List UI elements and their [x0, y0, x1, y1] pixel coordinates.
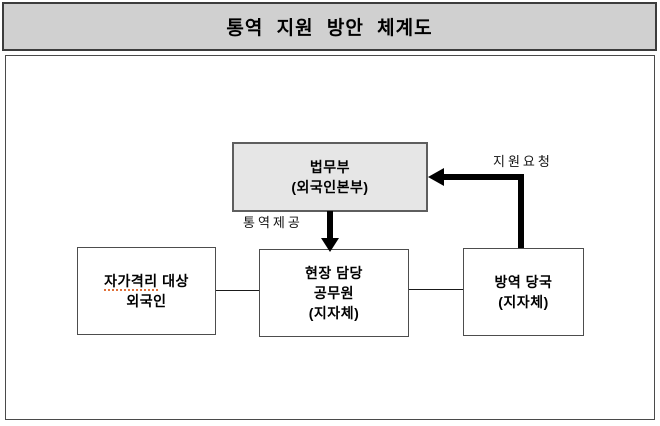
node-official-line2: 공무원	[313, 284, 355, 301]
node-field-official: 현장 담당 공무원 (지자체)	[259, 249, 409, 337]
node-ministry-line2: (외국인본부)	[291, 179, 369, 195]
provide-arrow-shaft	[327, 211, 333, 238]
left-arrowhead-icon	[428, 168, 444, 186]
node-foreigner-line1: 자가격리 대상	[104, 271, 189, 291]
edge-label-request: 지원요청	[493, 154, 553, 169]
node-self-quarantine-foreigner: 자가격리 대상 외국인	[77, 247, 216, 335]
connector-line-official-authority	[409, 289, 463, 290]
node-authority-line1: 방역 당국	[494, 273, 553, 290]
node-ministry-of-justice: 법무부 (외국인본부)	[232, 142, 428, 212]
connector-line-foreigner-official	[216, 290, 259, 291]
node-foreigner-line1-rest: 대상	[162, 272, 189, 289]
edge-label-provide: 통역제공	[243, 215, 303, 230]
request-arrow-horizontal-shaft	[444, 174, 524, 180]
request-arrow-vertical-shaft	[518, 174, 524, 248]
diagram-title: 통역 지원 방안 체계도	[226, 18, 433, 39]
node-foreigner-line2: 외국인	[126, 293, 167, 309]
down-arrowhead-icon	[321, 238, 339, 252]
node-official-line3: (지자체)	[308, 305, 360, 322]
node-authority-line2: (지자체)	[498, 294, 549, 310]
node-official-line1: 현장 담당	[305, 264, 363, 281]
diagram-title-bar: 통역 지원 방안 체계도	[2, 2, 657, 51]
spellcheck-underline: 자가격리	[104, 272, 158, 291]
node-quarantine-authority: 방역 당국 (지자체)	[463, 248, 584, 336]
node-ministry-line1: 법무부	[309, 158, 351, 175]
